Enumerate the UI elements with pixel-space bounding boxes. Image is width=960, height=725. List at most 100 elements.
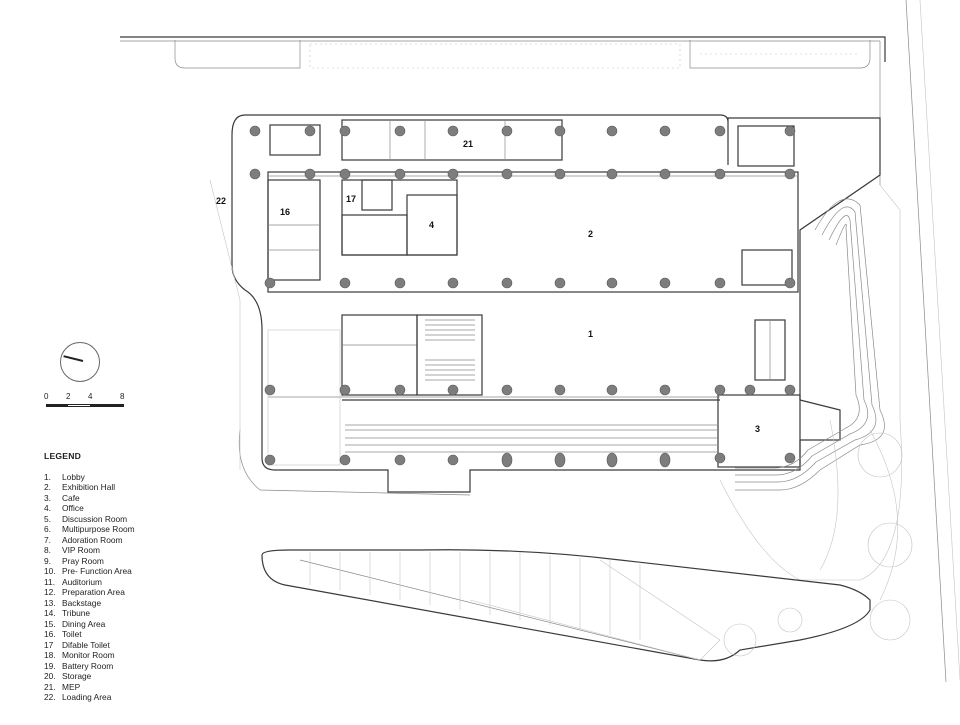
room-label-lobby: 1 — [588, 329, 593, 339]
column — [501, 452, 513, 468]
legend-item-label: Difable Toilet — [62, 639, 110, 650]
legend-item-number: 4. — [44, 503, 51, 513]
column — [714, 384, 726, 396]
column — [554, 452, 566, 468]
legend-item-label: Lobby — [62, 471, 85, 482]
column — [394, 125, 406, 137]
legend-item: 19.Battery Room — [44, 661, 135, 672]
column — [304, 168, 316, 180]
column — [264, 454, 276, 466]
column — [606, 384, 618, 396]
column — [264, 384, 276, 396]
room-label-toilet: 16 — [280, 207, 290, 217]
legend-item-label: Preparation Area — [62, 587, 125, 597]
parking-strip-top — [174, 40, 871, 69]
legend-item-label: VIP Room — [62, 545, 101, 555]
column — [714, 125, 726, 137]
scale-tick-4: 4 — [88, 392, 93, 401]
legend-item-label: Adoration Room — [62, 534, 123, 545]
legend-item: 11. Auditorium — [44, 577, 135, 588]
legend-item-label: MEP — [62, 681, 81, 692]
legend-item-label: Monitor Room — [62, 650, 115, 660]
legend-item-label: Exhibition Hall — [62, 482, 116, 492]
legend-item: 13.Backstage — [44, 598, 135, 609]
column — [554, 277, 566, 289]
legend-item-label: Office — [62, 503, 84, 513]
legend-item: 8.VIP Room — [44, 545, 135, 556]
legend-title: LEGEND — [44, 451, 82, 461]
legend-item-label: Backstage — [62, 597, 102, 608]
legend-item: 5.Discussion Room — [44, 514, 135, 525]
column — [606, 277, 618, 289]
column — [339, 277, 351, 289]
column — [784, 384, 796, 396]
legend-item: 12.Preparation Area — [44, 587, 135, 598]
legend-item: 7.Adoration Room — [44, 535, 135, 546]
column — [394, 168, 406, 180]
room-label-cafe: 3 — [755, 424, 760, 434]
column — [744, 384, 756, 396]
legend-item: 10. Pre- Function Area — [44, 566, 135, 577]
legend-item-label: Pray Room — [62, 555, 104, 566]
legend-item: 18. Monitor Room — [44, 650, 135, 661]
room-label-mep: 21 — [463, 139, 473, 149]
legend-item: 6.Multipurpose Room — [44, 524, 135, 535]
north-arrow-icon — [60, 342, 100, 382]
column — [339, 125, 351, 137]
tree-symbols — [723, 432, 913, 657]
structural-columns — [249, 125, 796, 468]
legend-item-number: 15. — [44, 618, 56, 629]
column — [304, 125, 316, 137]
legend-item-number: 9. — [44, 555, 51, 566]
column — [501, 277, 513, 289]
legend-item: 4. Office — [44, 503, 135, 514]
legend-item-number: 10. — [44, 566, 56, 576]
column — [394, 277, 406, 289]
scale-tick-0: 0 — [44, 392, 49, 401]
legend-item: 9. Pray Room — [44, 556, 135, 567]
column — [394, 454, 406, 466]
legend-item-label: Pre- Function Area — [62, 566, 132, 576]
scale-segment — [90, 404, 124, 407]
column — [249, 125, 261, 137]
column — [249, 168, 261, 180]
legend-item-label: Auditorium — [62, 576, 103, 587]
legend-item: 3.Cafe — [44, 493, 135, 504]
column — [659, 452, 671, 468]
legend-item-label: Cafe — [62, 492, 80, 503]
column — [447, 454, 459, 466]
column — [554, 168, 566, 180]
legend-item-number: 2. — [44, 482, 51, 492]
column — [714, 168, 726, 180]
column — [606, 452, 618, 468]
column — [447, 125, 459, 137]
column — [339, 168, 351, 180]
legend-item-number: 11. — [44, 576, 56, 587]
legend-item-number: 14. — [44, 608, 56, 618]
column — [784, 452, 796, 464]
legend-item-number: 21. — [44, 681, 56, 692]
scale-tick-2: 2 — [66, 392, 71, 401]
legend-item: 1. Lobby — [44, 472, 135, 483]
column — [714, 277, 726, 289]
column — [606, 125, 618, 137]
legend-item-number: 18. — [44, 650, 56, 660]
column — [501, 384, 513, 396]
column — [784, 125, 796, 137]
room-label-difable-toilet: 17 — [346, 194, 356, 204]
legend-item: 20.Storage — [44, 671, 135, 682]
legend-item-label: Storage — [62, 671, 92, 681]
legend-item-number: 5. — [44, 513, 51, 524]
column — [554, 384, 566, 396]
legend-item-label: Toilet — [62, 629, 82, 639]
column — [501, 168, 513, 180]
legend-item-number: 1. — [44, 471, 51, 482]
legend-item: 21. MEP — [44, 682, 135, 693]
legend-item: 14.Tribune — [44, 608, 135, 619]
column — [339, 384, 351, 396]
column — [264, 277, 276, 289]
north-needle — [63, 355, 84, 362]
